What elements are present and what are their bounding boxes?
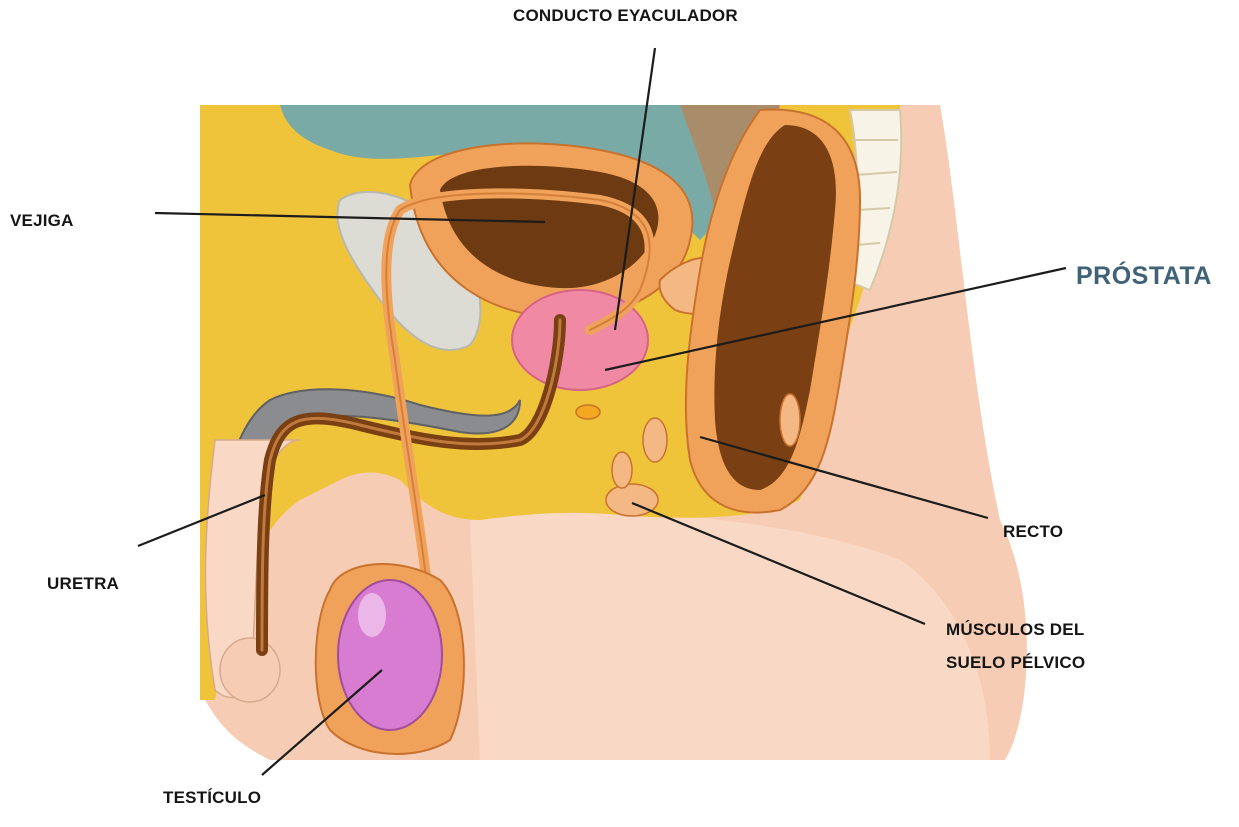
label-recto: RECTO [1003,520,1063,545]
label-vejiga: VEJIGA [10,209,74,234]
glans [220,638,280,702]
testicle-highlight [358,593,386,637]
label-musculos-line1: MÚSCULOS DEL [946,618,1085,643]
label-musculos-line2: SUELO PÉLVICO [946,651,1085,676]
label-musculos-suelo-pelvico: MÚSCULOS DEL SUELO PÉLVICO [946,618,1085,675]
label-conducto-eyaculador: CONDUCTO EYACULADOR [513,4,738,29]
testicle [338,580,442,730]
label-prostata: PRÓSTATA [1076,258,1212,294]
label-testiculo: TESTÍCULO [163,786,261,811]
label-uretra: URETRA [47,572,119,597]
